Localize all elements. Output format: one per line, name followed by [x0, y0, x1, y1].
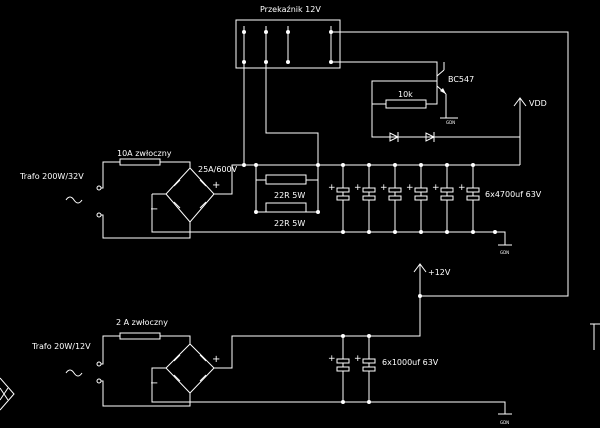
svg-text:+: + [406, 183, 414, 193]
bottom-supply: Trafo 20W/12V 2 A zwłoczny + − +12V [31, 263, 512, 425]
svg-text:+: + [212, 180, 220, 191]
transistor-circuit: BC547 GDN 10k VDD [371, 62, 547, 165]
ac-source-icon [65, 369, 83, 377]
capacitor-icon [336, 358, 376, 372]
caps-top-label: 6x4700uf 63V [485, 190, 542, 199]
capacitor-bank-top: + + + + + + 6x4700uf 63V [328, 165, 542, 232]
resistor-10k-label: 10k [398, 90, 413, 99]
svg-text:+: + [354, 183, 362, 193]
svg-text:−: − [150, 204, 158, 215]
trafo-bottom-label: Trafo 20W/12V [31, 342, 91, 351]
svg-text:+: + [328, 354, 336, 364]
res-top-label: 22R 5W [274, 191, 305, 200]
svg-text:+: + [328, 183, 336, 193]
trafo-top-label: Trafo 200W/32V [19, 172, 84, 181]
svg-text:+: + [354, 354, 362, 364]
relay-label: Przekaźnik 12V [260, 5, 321, 14]
svg-text:−: − [150, 378, 158, 389]
bridge-top-label: 25A/600V [198, 165, 238, 174]
resistor-icon [265, 202, 307, 213]
res-bottom-label: 22R 5W [274, 219, 305, 228]
relay-wiring [243, 31, 569, 297]
top-supply: Trafo 200W/32V 10A zwłoczny 25A/600V + − [19, 149, 542, 255]
gnd-label: GDN [446, 120, 455, 125]
arrow-up-icon [513, 97, 527, 112]
capacitor-bank-bottom: + + 6x1000uf 63V [328, 336, 439, 402]
capacitor-icon [336, 187, 480, 201]
svg-text:+: + [380, 183, 388, 193]
gnd-label: GDN [500, 420, 509, 425]
arrow-up-icon [413, 263, 427, 296]
bridge-rectifier-icon [151, 164, 520, 245]
transistor-label: BC547 [448, 75, 474, 84]
bridge-rectifier-icon [151, 296, 506, 414]
fuse-top [119, 158, 161, 166]
edge-fragment [0, 323, 600, 411]
svg-text:+: + [458, 183, 466, 193]
fuse-bottom-label: 2 A zwłoczny [116, 318, 168, 327]
fuse-top-label: 10A zwłoczny [117, 149, 172, 158]
resistor-icon [385, 99, 427, 109]
ac-source-icon [65, 196, 83, 204]
fuse-bottom [119, 332, 161, 340]
vdd-label: VDD [529, 99, 547, 108]
svg-text:+: + [212, 354, 220, 365]
caps-bottom-label: 6x1000uf 63V [382, 358, 439, 367]
diode-icon [425, 132, 436, 142]
diode-icon [389, 132, 400, 142]
svg-text:+: + [432, 183, 440, 193]
resistor-icon [265, 174, 307, 185]
plus12-label: +12V [428, 268, 451, 277]
gnd-label: GDN [500, 250, 509, 255]
